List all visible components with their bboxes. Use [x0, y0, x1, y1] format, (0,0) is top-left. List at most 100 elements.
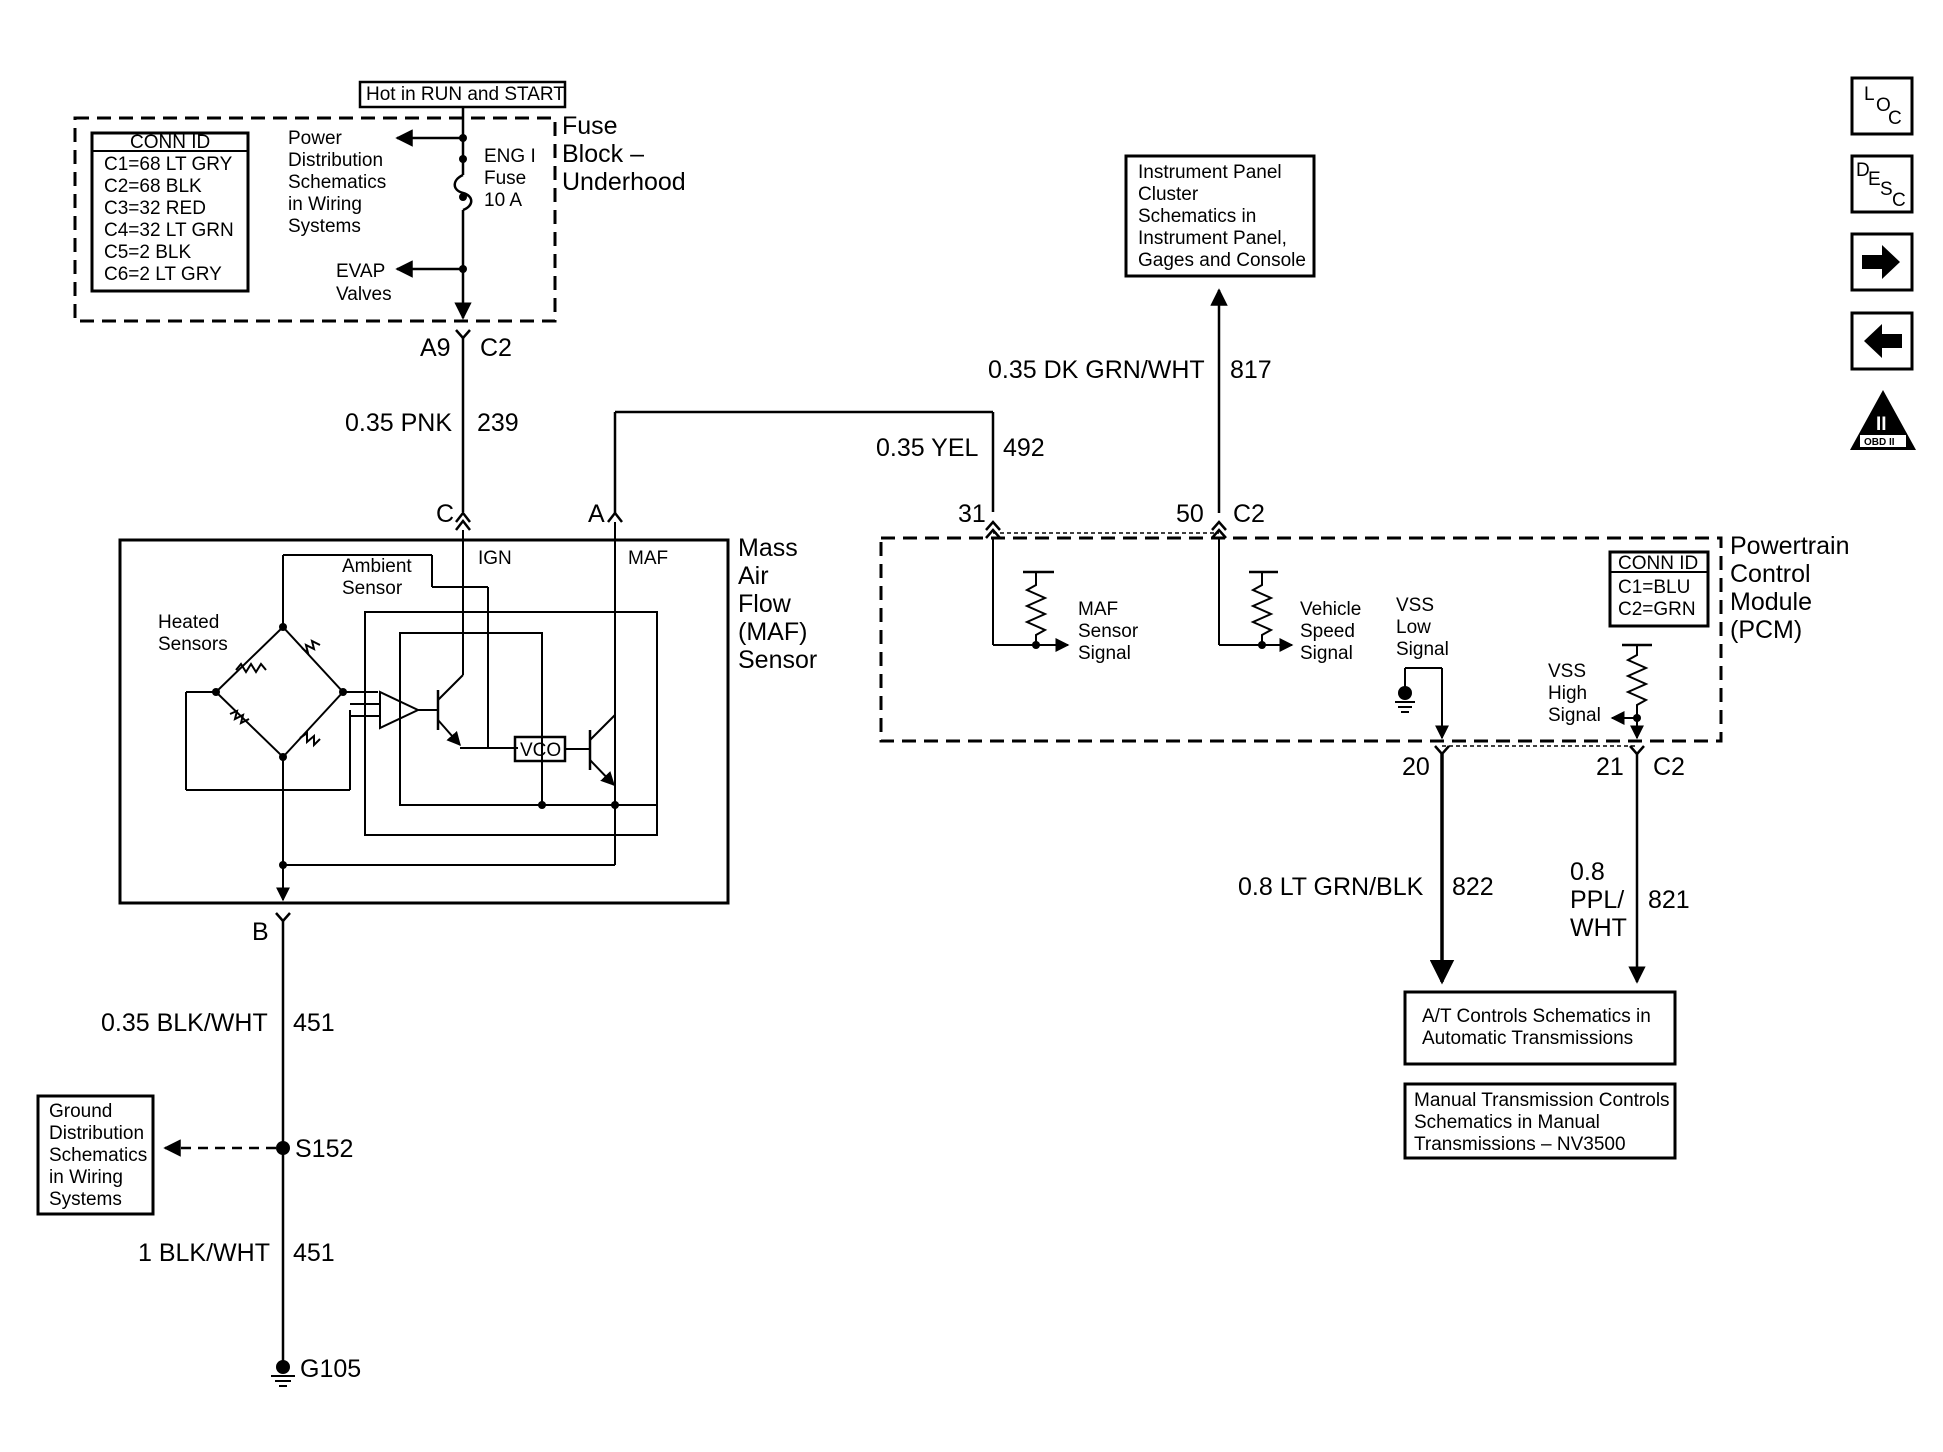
svg-text:Systems: Systems [288, 216, 361, 237]
svg-text:Distribution: Distribution [288, 150, 383, 171]
svg-text:A9: A9 [420, 334, 451, 362]
pcm-maf-signal: MAF Sensor Signal [992, 538, 1139, 664]
maf-pin-c: C IGN [436, 500, 512, 569]
svg-text:Vehicle: Vehicle [1300, 599, 1361, 620]
pcm-pin-21 [1629, 745, 1645, 756]
svg-text:1 BLK/WHT: 1 BLK/WHT [138, 1239, 270, 1267]
svg-text:Sensor: Sensor [342, 578, 403, 599]
svg-text:822: 822 [1452, 873, 1494, 901]
svg-text:C2: C2 [480, 334, 512, 362]
svg-text:817: 817 [1230, 356, 1272, 384]
svg-text:Heated: Heated [158, 612, 219, 633]
pcm-vss-low-signal: VSS Low Signal [1395, 595, 1449, 740]
svg-text:Signal: Signal [1078, 643, 1131, 664]
svg-text:A/T Controls Schematics in: A/T Controls Schematics in [1422, 1006, 1651, 1027]
svg-text:31: 31 [958, 500, 986, 528]
svg-text:D: D [1856, 160, 1870, 181]
svg-text:0.35 PNK: 0.35 PNK [345, 409, 452, 437]
svg-text:in Wiring: in Wiring [288, 194, 362, 215]
svg-text:Flow: Flow [738, 590, 792, 618]
wire-822-ltgrn: 0.8 LT GRN/BLK 822 [1238, 754, 1494, 985]
svg-text:C1=BLU: C1=BLU [1618, 577, 1690, 598]
hot-in-run-label: Hot in RUN and START [366, 84, 565, 105]
fuse-block-title: Fuse Block – Underhood [562, 112, 686, 196]
svg-text:239: 239 [477, 409, 519, 437]
svg-text:Automatic Transmissions: Automatic Transmissions [1422, 1028, 1633, 1049]
svg-text:G105: G105 [300, 1355, 361, 1383]
svg-text:Sensor: Sensor [1078, 621, 1139, 642]
fuse-symbol [453, 173, 473, 212]
pcm-conn-id-table: CONN ID C1=BLU C2=GRN [1608, 550, 1710, 628]
svg-text:821: 821 [1648, 886, 1690, 914]
evap-valves-ref: EVAP Valves [336, 261, 392, 305]
svg-text:Module: Module [1730, 588, 1812, 616]
svg-text:Power: Power [288, 128, 343, 149]
fuse-eng-i-label: ENG I Fuse 10 A [484, 146, 536, 211]
wire-239-pnk: 0.35 PNK 239 [345, 338, 519, 512]
svg-text:CONN ID: CONN ID [1618, 553, 1698, 574]
svg-text:0.8: 0.8 [1570, 858, 1605, 886]
arrow-left-icon[interactable] [1850, 311, 1914, 371]
wire-821-pplwht: 0.8 PPL/ WHT 821 [1570, 754, 1690, 984]
svg-text:Manual Transmission Controls: Manual Transmission Controls [1414, 1090, 1670, 1111]
instrument-panel-cluster-ref[interactable]: Instrument Panel Cluster Schematics in I… [1124, 154, 1316, 278]
at-controls-ref[interactable]: A/T Controls Schematics in Automatic Tra… [1403, 990, 1677, 1066]
svg-text:VSS: VSS [1548, 661, 1586, 682]
svg-text:High: High [1548, 683, 1587, 704]
svg-text:Speed: Speed [1300, 621, 1355, 642]
svg-text:O: O [1876, 95, 1891, 116]
powertrain-control-module: Powertrain Control Module (PCM) CONN ID … [879, 500, 1850, 781]
svg-text:B: B [252, 918, 269, 946]
svg-text:0.35 BLK/WHT: 0.35 BLK/WHT [101, 1009, 268, 1037]
svg-text:Transmissions – NV3500: Transmissions – NV3500 [1414, 1134, 1626, 1155]
svg-text:C2=GRN: C2=GRN [1618, 599, 1696, 620]
svg-text:Signal: Signal [1300, 643, 1353, 664]
svg-text:Signal: Signal [1548, 705, 1601, 726]
svg-text:C4=32 LT GRN: C4=32 LT GRN [104, 220, 234, 241]
svg-text:Fuse: Fuse [484, 168, 526, 189]
svg-text:VSS: VSS [1396, 595, 1434, 616]
ground-distribution-ref[interactable]: Ground Distribution Schematics in Wiring… [36, 1094, 155, 1216]
power-distribution-ref: Power Distribution Schematics in Wiring … [288, 128, 386, 237]
svg-text:EVAP: EVAP [336, 261, 385, 282]
maf-pin-a: A MAF [588, 500, 668, 569]
svg-text:C6=2 LT GRY: C6=2 LT GRY [104, 264, 222, 285]
svg-text:Valves: Valves [336, 284, 392, 305]
pcm-pin-31 [985, 520, 1001, 539]
wire-492-yel: 0.35 YEL 492 [613, 410, 1045, 513]
svg-text:PPL/: PPL/ [1570, 886, 1624, 914]
maf-internal-circuit: Ambient Sensor Heated Sensors [158, 522, 658, 902]
svg-text:Ambient: Ambient [342, 556, 412, 577]
svg-text:(MAF): (MAF) [738, 618, 807, 646]
loc-icon[interactable]: L O C [1850, 76, 1914, 136]
svg-text:Sensor: Sensor [738, 646, 817, 674]
svg-text:Schematics: Schematics [288, 172, 386, 193]
svg-text:Air: Air [738, 562, 769, 590]
manual-transmission-ref[interactable]: Manual Transmission Controls Schematics … [1403, 1082, 1677, 1160]
fuse-connector-a9: A9 C2 [420, 329, 512, 362]
splice-s152: S152 [163, 1135, 353, 1163]
svg-text:492: 492 [1003, 434, 1045, 462]
wire-451-blkwht: 0.35 BLK/WHT 451 1 BLK/WHT 451 [101, 921, 335, 1362]
svg-text:C5=2 BLK: C5=2 BLK [104, 242, 191, 263]
svg-text:MAF: MAF [628, 548, 668, 569]
fuse-block-underhood: Hot in RUN and START Fuse Block – Underh… [73, 80, 686, 323]
svg-text:S152: S152 [295, 1135, 353, 1163]
svg-text:E: E [1868, 169, 1881, 190]
svg-text:0.8 LT GRN/BLK: 0.8 LT GRN/BLK [1238, 873, 1424, 901]
arrow-right-icon[interactable] [1850, 232, 1914, 292]
svg-text:MAF: MAF [1078, 599, 1118, 620]
svg-text:VCO: VCO [520, 740, 561, 761]
svg-text:Instrument Panel,: Instrument Panel, [1138, 228, 1287, 249]
desc-icon[interactable]: D E S C [1850, 154, 1914, 214]
obd-ii-icon[interactable]: II OBD II [1850, 390, 1916, 450]
svg-text:Ground: Ground [49, 1101, 112, 1122]
svg-text:451: 451 [293, 1239, 335, 1267]
svg-text:Schematics in: Schematics in [1138, 206, 1256, 227]
svg-text:Signal: Signal [1396, 639, 1449, 660]
svg-text:C2=68 BLK: C2=68 BLK [104, 176, 202, 197]
fuse-conn-id-table: CONN ID C1=68 LT GRY C2=68 BLK C3=32 RED… [90, 131, 250, 293]
svg-text:Low: Low [1396, 617, 1431, 638]
svg-text:CONN ID: CONN ID [130, 132, 210, 153]
